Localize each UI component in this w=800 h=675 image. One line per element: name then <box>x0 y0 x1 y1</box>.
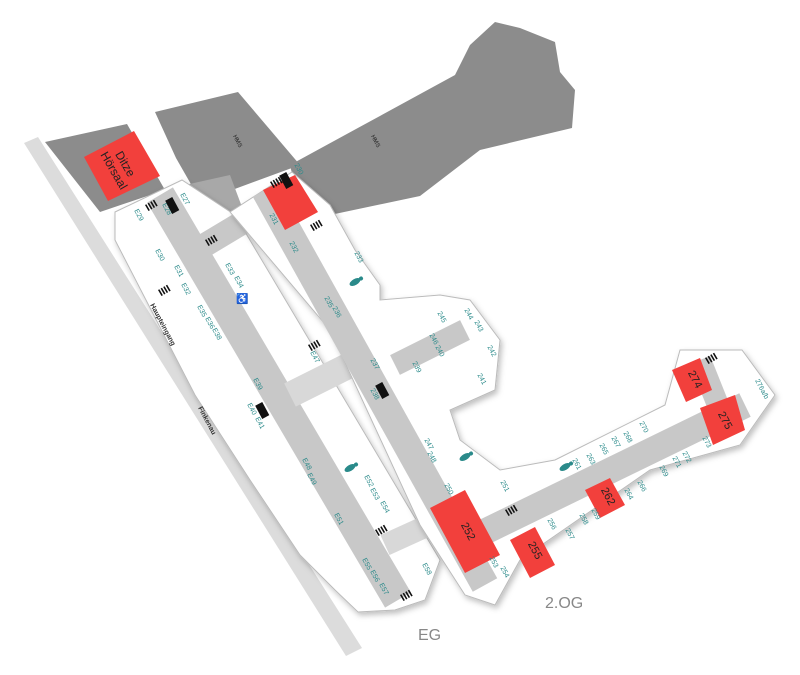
room-label[interactable]: 230 <box>292 162 304 176</box>
room-label[interactable]: 241 <box>475 372 487 386</box>
room-262[interactable] <box>585 478 625 518</box>
stairs-icon <box>705 352 718 365</box>
stairs-icon <box>308 339 321 352</box>
stairs-icon <box>158 284 171 297</box>
room-label[interactable]: 246 <box>427 332 439 346</box>
room-label[interactable]: 236 <box>330 305 342 319</box>
room-label[interactable]: 242 <box>485 344 497 358</box>
stairs-icon <box>205 234 218 247</box>
hms-label: HMS <box>231 134 243 149</box>
room-label[interactable]: 270 <box>637 420 649 434</box>
room-label[interactable]: 259 <box>589 507 601 521</box>
second-floor-wing-corridor <box>390 320 470 375</box>
second-floor-building <box>229 171 776 606</box>
room-label[interactable]: 256 <box>545 517 557 531</box>
room-label[interactable]: 244 <box>462 307 474 321</box>
stairs-icon <box>310 219 323 232</box>
stairs-icon <box>270 176 283 189</box>
room-label[interactable]: 235 <box>322 295 334 309</box>
room-label[interactable]: 264 <box>622 487 634 501</box>
room-label[interactable]: 238 <box>368 387 380 401</box>
room-label[interactable]: 247 <box>422 437 434 451</box>
room-label[interactable]: 240 <box>433 344 445 358</box>
ditze-hoersaal[interactable] <box>84 131 160 201</box>
room-label[interactable]: 254 <box>498 565 510 579</box>
second-floor-east-corridor <box>472 393 751 547</box>
room-label[interactable]: 243 <box>472 319 484 333</box>
red-room-small[interactable] <box>263 175 318 230</box>
room-label[interactable]: 272 <box>680 450 692 464</box>
room-label[interactable]: 268 <box>621 430 633 444</box>
room-label[interactable]: 232 <box>287 240 299 254</box>
room-label[interactable]: 269 <box>657 464 669 478</box>
ground-floor-cross-corridor-2 <box>284 353 356 407</box>
room-label[interactable]: 250 <box>442 482 454 496</box>
floor-label-eg: EG <box>418 627 441 644</box>
toilet-icon <box>459 451 474 461</box>
room-label[interactable]: 273 <box>700 435 712 449</box>
toilet-icon <box>344 462 359 472</box>
elevator-icon <box>165 196 180 214</box>
stairs-icon <box>505 504 518 517</box>
room-label[interactable]: 248 <box>425 450 437 464</box>
stairs-icon <box>375 524 388 537</box>
room-label[interactable]: 263 <box>584 452 596 466</box>
wheelchair-icon: ♿ <box>236 292 248 305</box>
elevator-icon <box>375 381 390 399</box>
room-label[interactable]: 253 <box>487 555 499 569</box>
room-label[interactable]: 265 <box>597 442 609 456</box>
room-label[interactable]: 267 <box>609 435 621 449</box>
street-strip <box>24 137 362 656</box>
toilet-icon <box>559 461 574 471</box>
stairs-icon <box>400 589 413 602</box>
room-label[interactable]: 257 <box>563 527 575 541</box>
stairs-icon <box>145 199 158 212</box>
room-label[interactable]: 239 <box>410 360 422 374</box>
room-label[interactable]: 271 <box>670 455 682 469</box>
elevator-icon <box>255 401 270 419</box>
room-252[interactable] <box>430 490 500 573</box>
room-label[interactable]: 233 <box>352 250 364 264</box>
room-label[interactable]: 258 <box>577 512 589 526</box>
room-label[interactable]: 245 <box>435 310 447 324</box>
room-255[interactable] <box>510 527 555 578</box>
room-275[interactable] <box>700 395 745 445</box>
room-label[interactable]: 266 <box>635 479 647 493</box>
ground-floor-corridor <box>147 187 411 608</box>
elevator-icon <box>279 171 294 189</box>
room-label[interactable]: 261 <box>570 457 582 471</box>
hms-label: HMS <box>369 134 381 149</box>
floor-label-2og: 2.OG <box>545 595 583 612</box>
room-274[interactable] <box>672 358 712 402</box>
hms-building-west <box>155 92 300 200</box>
room-label[interactable]: 237 <box>368 357 380 371</box>
room-label[interactable]: 231 <box>267 212 279 226</box>
hms-building-east <box>290 22 575 215</box>
room-label[interactable]: 251 <box>498 479 510 493</box>
toilet-icon <box>349 276 364 286</box>
